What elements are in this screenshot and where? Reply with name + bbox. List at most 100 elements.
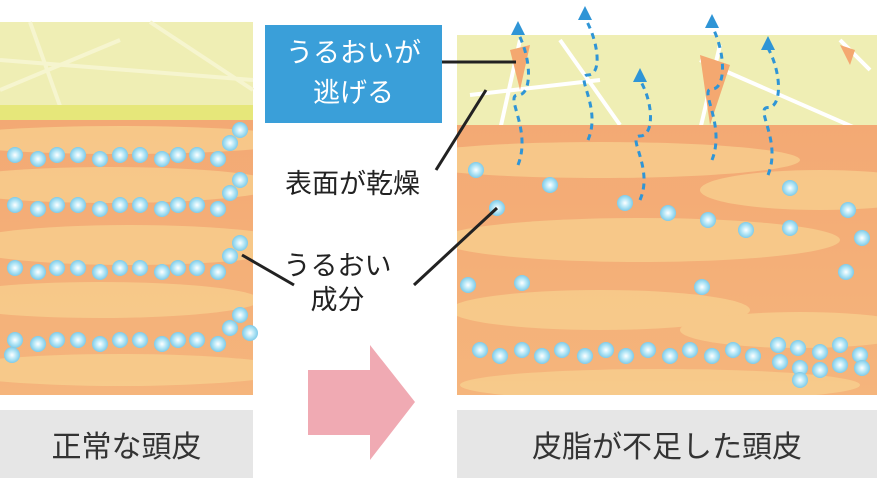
moisture-droplet [492,348,508,364]
moisture-droplet [832,357,848,373]
moisture-line2: 成分 [310,285,365,316]
moisture-droplet [49,147,65,163]
escape-arrowhead-icon [705,14,719,28]
escape-arrowhead-icon [761,36,775,50]
moisture-droplet [170,260,186,276]
escape-line1: うるおいが [286,38,421,69]
moisture-component-label: うるおい 成分 [280,250,395,318]
moisture-escape-path [512,32,530,166]
moisture-droplet [30,264,46,280]
moisture-droplet [770,337,786,353]
moisture-droplet [700,212,716,228]
moisture-droplet [222,135,238,151]
moisture-droplet [210,336,226,352]
moisture-droplet [189,197,205,213]
moisture-droplet [542,177,558,193]
moisture-droplet [662,348,678,364]
moisture-droplet [170,332,186,348]
normal-scalp-caption: 正常な頭皮 [0,410,253,478]
normal-scalp-illustration [0,20,258,395]
moisture-droplet [49,260,65,276]
moisture-droplet [92,264,108,280]
moisture-droplet [112,260,128,276]
moisture-escape-path [762,47,780,176]
moisture-line1: うるおい [283,251,392,282]
moisture-droplet [154,201,170,217]
moisture-droplet [782,180,798,196]
moisture-droplet [738,222,754,238]
moisture-droplet [812,362,828,378]
moisture-escape-path [634,79,652,201]
moisture-droplet [792,360,808,376]
moisture-droplet [70,332,86,348]
moisture-droplet [7,260,23,276]
moisture-droplet [660,205,676,221]
surface-dry-label: 表面が乾燥 [285,169,420,200]
moisture-droplet [112,197,128,213]
moisture-droplet [30,151,46,167]
moisture-escape-path [706,25,724,161]
dry-scalp-illustration [457,6,877,395]
moisture-droplet [534,348,550,364]
moisture-droplet [92,336,108,352]
moisture-droplet [4,347,20,363]
moisture-droplet [112,147,128,163]
moisture-droplet [854,230,870,246]
moisture-droplet [854,360,870,376]
moisture-droplet [704,348,720,364]
moisture-droplet [222,185,238,201]
moisture-droplet [70,147,86,163]
moisture-droplet [232,122,248,138]
moisture-escape-path [582,17,599,141]
moisture-droplet [210,201,226,217]
moisture-droplet [598,342,614,358]
moisture-droplet [30,336,46,352]
moisture-droplet [154,336,170,352]
moisture-droplet [852,347,868,363]
moisture-droplet [210,264,226,280]
moisture-droplet [782,220,798,236]
moisture-droplet [472,342,488,358]
moisture-droplet [242,325,258,341]
moisture-droplet [832,337,848,353]
moisture-droplet [189,332,205,348]
moisture-droplet [210,151,226,167]
moisture-droplet [682,342,698,358]
moisture-droplet [49,197,65,213]
moisture-droplet [840,202,856,218]
moisture-droplet [232,307,248,323]
moisture-droplet [745,348,761,364]
moisture-droplet [222,320,238,336]
escape-arrowhead-icon [511,21,525,35]
moisture-droplet [222,248,238,264]
moisture-droplet [70,260,86,276]
moisture-droplet [640,342,656,358]
moisture-droplet [132,332,148,348]
moisture-escapes-label: うるおいが 逃げる [265,25,442,123]
moisture-droplet [189,147,205,163]
moisture-droplet [694,279,710,295]
moisture-droplet [70,197,86,213]
moisture-droplet [514,275,530,291]
moisture-droplet [132,260,148,276]
moisture-droplet [49,332,65,348]
moisture-droplet [554,342,570,358]
moisture-droplet [189,260,205,276]
moisture-droplet [232,235,248,251]
moisture-droplet [132,147,148,163]
escape-arrowhead-icon [633,68,647,82]
moisture-droplet [792,372,808,388]
escape-arrowhead-icon [578,6,592,20]
leader-lines [241,60,516,287]
moisture-droplet [112,332,128,348]
moisture-droplet [468,162,484,178]
moisture-droplet [460,277,476,293]
moisture-droplet [514,342,530,358]
dry-scalp-caption: 皮脂が不足した頭皮 [457,410,877,478]
moisture-droplet [790,340,806,356]
moisture-droplet [154,264,170,280]
moisture-droplet [7,332,23,348]
moisture-droplet [618,348,634,364]
moisture-droplet [154,151,170,167]
